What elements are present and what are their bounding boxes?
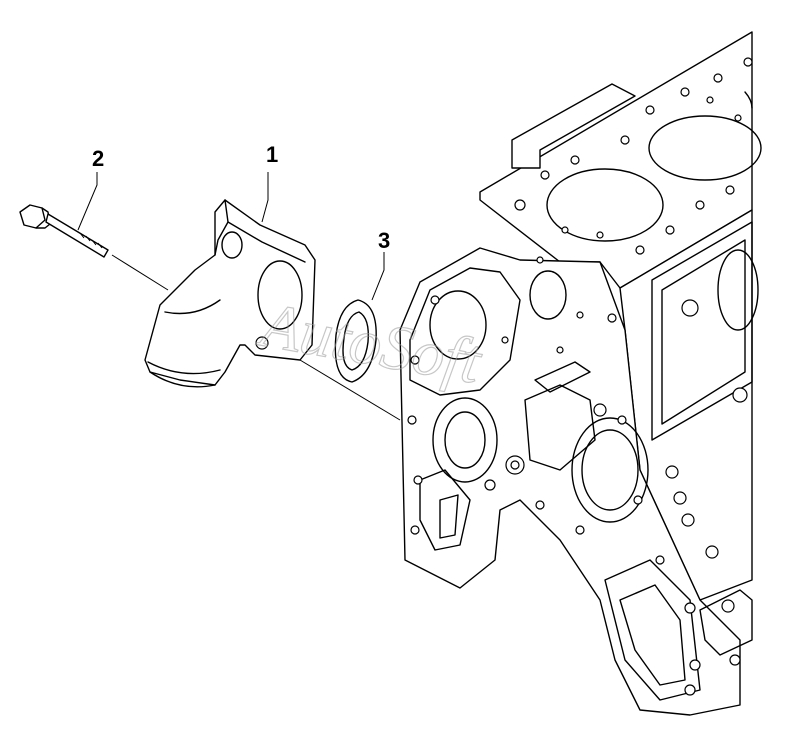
side-bolts	[665, 465, 735, 613]
alignment-lines	[111, 254, 401, 421]
callout-1-label: 1	[266, 142, 278, 167]
callout-3-label: 3	[378, 228, 390, 253]
callout-leaders	[77, 172, 385, 301]
bolt-part	[19, 204, 109, 258]
callout-2-label: 2	[92, 146, 104, 171]
cover-bolt-holes	[407, 256, 741, 696]
engine-block	[399, 31, 762, 716]
water-outlet-elbow-part	[144, 199, 316, 388]
gasket-part	[334, 299, 377, 383]
deck-bolt-holes	[514, 57, 753, 255]
